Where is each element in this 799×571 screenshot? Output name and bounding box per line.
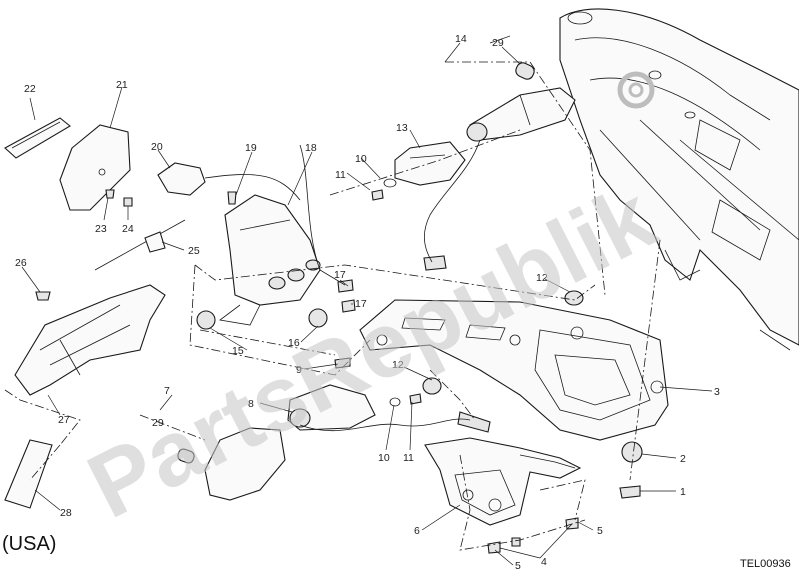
callout-18: 18: [305, 142, 317, 154]
callout-21: 21: [116, 79, 128, 91]
callout-24: 24: [122, 223, 134, 235]
callout-6: 6: [414, 525, 420, 537]
callout-23: 23: [95, 223, 107, 235]
gear-logo: [617, 71, 655, 109]
callout-22: 22: [24, 83, 36, 95]
callout-15: 15: [232, 345, 244, 357]
callout-3: 3: [714, 386, 720, 398]
callout-25: 25: [188, 245, 200, 257]
bulb-29-top: [515, 62, 535, 80]
fasteners: [35, 178, 643, 554]
callout-11-lower: 11: [403, 452, 414, 464]
callout-7: 7: [164, 385, 170, 397]
turn-indicator-right: [466, 87, 576, 142]
callout-2: 2: [680, 453, 686, 465]
callout-27: 27: [58, 414, 70, 426]
callout-8: 8: [248, 398, 254, 410]
callout-17-upper: 17: [334, 269, 346, 281]
plate-light-housing: [219, 194, 321, 326]
reflector-plate-21: [59, 124, 131, 211]
callout-17-lower: 17: [355, 298, 367, 310]
cable-tie-25: [94, 219, 186, 271]
callout-29-top: 29: [492, 37, 504, 49]
callout-16: 16: [288, 337, 300, 349]
callout-11-upper: 11: [335, 169, 346, 181]
callout-29-left: 29: [152, 417, 164, 429]
callout-5-bottom: 5: [515, 560, 521, 571]
callout-10-lower: 10: [378, 452, 390, 464]
callout-1: 1: [680, 486, 686, 498]
reflector-22: [4, 117, 71, 159]
cover-28: [4, 439, 53, 509]
callout-28: 28: [60, 507, 72, 519]
callout-10-upper: 10: [355, 153, 367, 165]
callout-5-right: 5: [597, 525, 603, 537]
drawing-code: TEL00936: [740, 558, 791, 570]
callout-19: 19: [245, 142, 257, 154]
rear-subframe: [559, 8, 799, 351]
leader-lines: [21, 35, 713, 566]
callout-4: 4: [541, 556, 547, 568]
callout-13: 13: [396, 122, 408, 134]
callout-26: 26: [15, 257, 27, 269]
plate-holder-27: [14, 284, 166, 396]
callout-14: 14: [455, 33, 467, 45]
region-note: (USA): [2, 533, 56, 555]
bulb-29-left: [177, 448, 195, 464]
reflector-bracket: [424, 437, 582, 526]
plate-holder-bracket: [359, 299, 669, 441]
callout-20: 20: [151, 141, 163, 153]
callout-labels: 1 2 3 4 5 5 6 7 29 8 9 10 11 10 11 12 12…: [15, 33, 720, 571]
connector-20: [157, 162, 206, 196]
assembly-lines: [4, 61, 661, 551]
callout-9: 9: [296, 364, 302, 376]
callout-12-upper: 12: [536, 272, 548, 284]
callout-12-lower: 12: [392, 359, 404, 371]
turn-indicator-left: [204, 384, 376, 501]
